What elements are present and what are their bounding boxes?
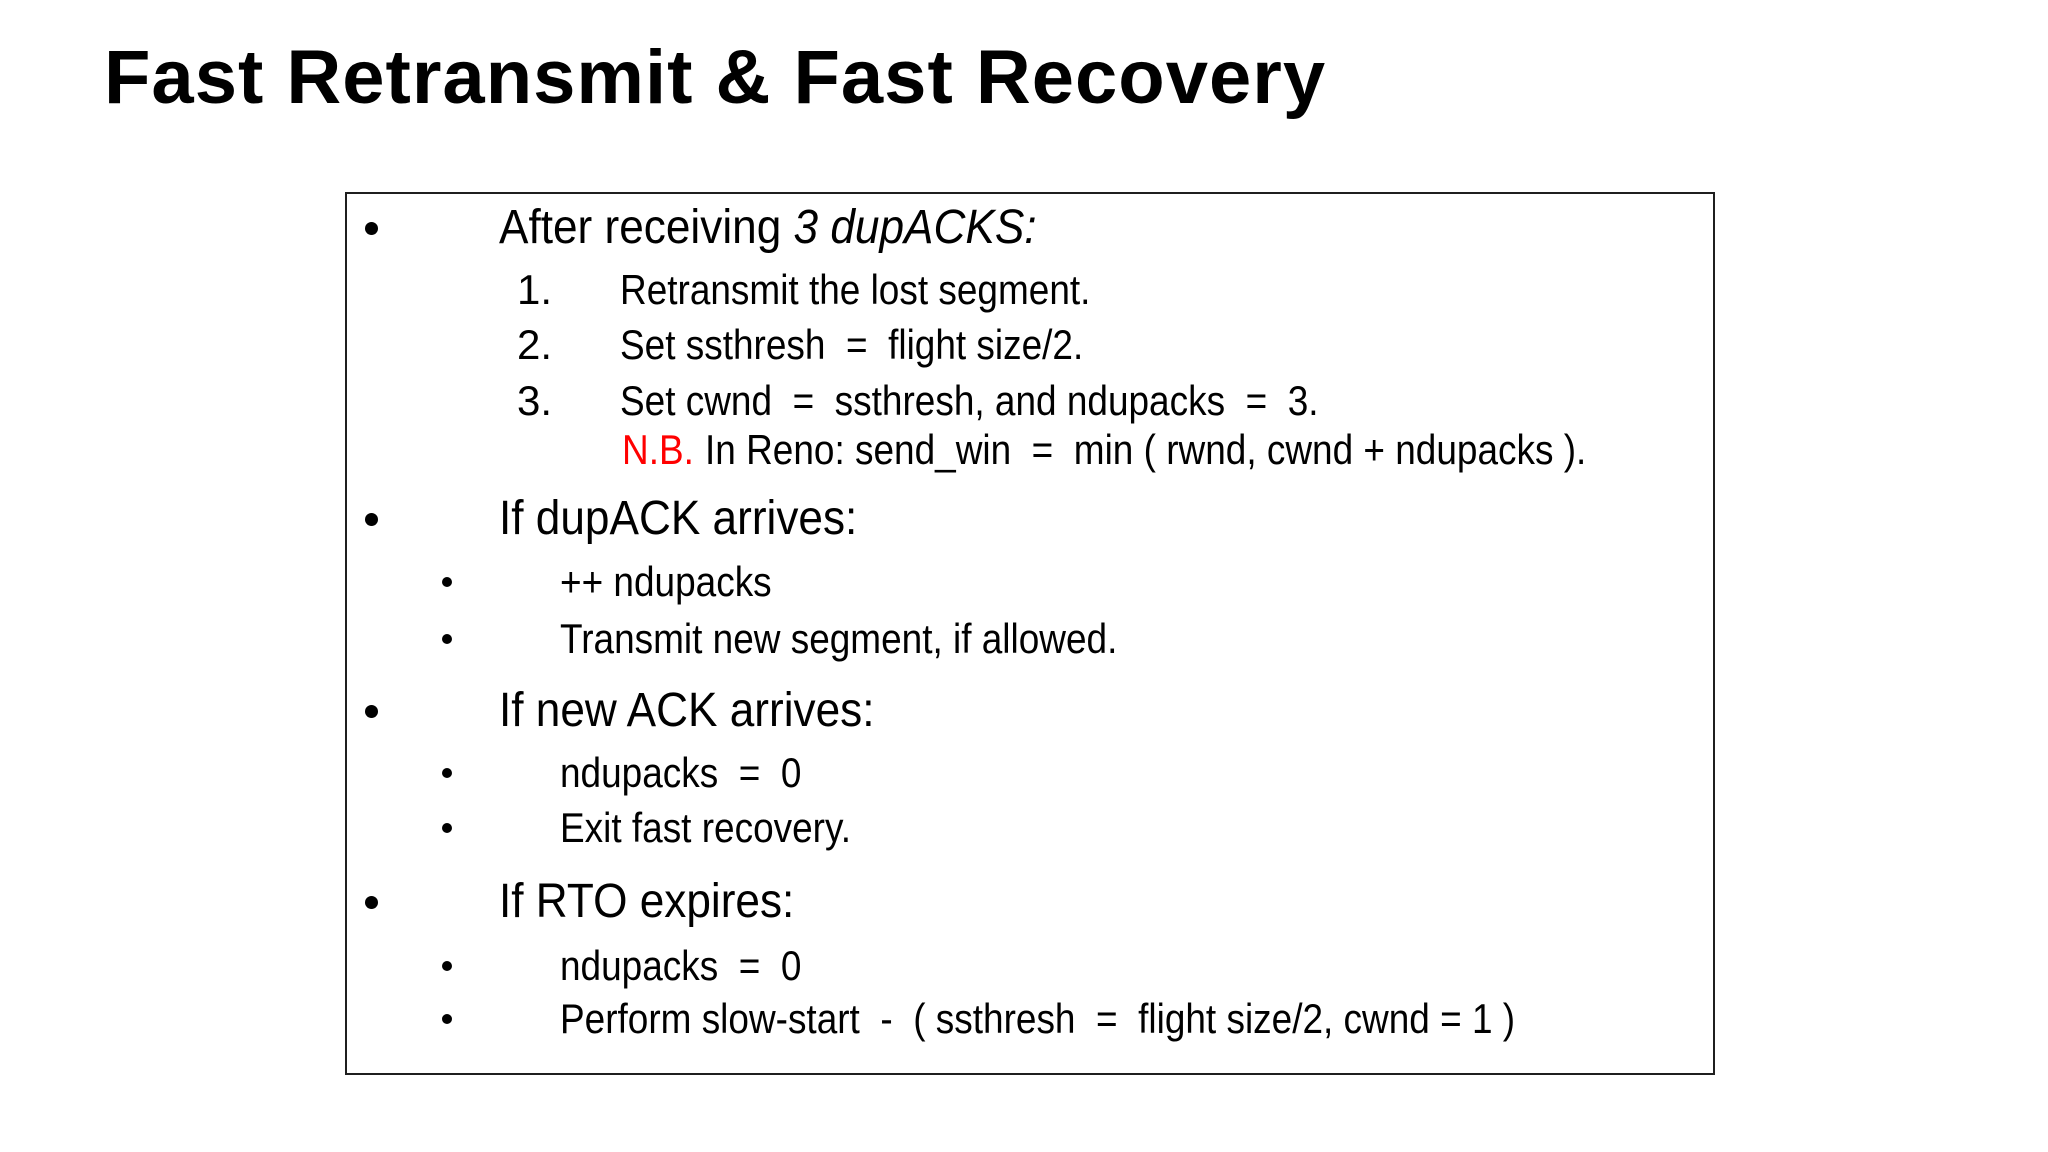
heading-emphasis: 3 dupACKS: <box>793 201 1037 254</box>
sub-item-text: ndupacks = 0 <box>560 942 802 989</box>
step-text: Retransmit the lost segment. <box>620 266 1091 313</box>
section-heading-text: After receiving 3 dupACKS: <box>499 200 1037 256</box>
section-heading-text: If new ACK arrives: <box>499 684 875 737</box>
note-line: N.B. In Reno: send_win = min ( rwnd, cwn… <box>347 422 1713 478</box>
sub-item-text: Transmit new segment, if allowed. <box>560 615 1118 662</box>
step-number: 3. <box>517 377 553 424</box>
section-heading-after-dupacks: After receiving 3 dupACKS: <box>347 200 1713 256</box>
bullet-icon <box>442 768 452 778</box>
bullet-icon <box>365 513 378 526</box>
content-box: After receiving 3 dupACKS: 1. Retransmit… <box>345 192 1715 1075</box>
step-number: 1. <box>517 266 553 313</box>
section-heading-text: If dupACK arrives: <box>499 492 858 545</box>
sub-bullet-item: ndupacks = 0 <box>347 938 1713 994</box>
numbered-step-1: 1. Retransmit the lost segment. <box>347 262 1713 318</box>
section-heading-dupack-arrives: If dupACK arrives: <box>347 491 1713 547</box>
bullet-icon <box>442 961 452 971</box>
note-label: N.B. <box>622 426 694 473</box>
sub-item-text: ndupacks = 0 <box>560 749 802 796</box>
numbered-step-3: 3. Set cwnd = ssthresh, and ndupacks = 3… <box>347 373 1713 429</box>
bullet-icon <box>442 823 452 833</box>
step-text: Set cwnd = ssthresh, and ndupacks = 3. <box>620 377 1319 424</box>
section-heading-new-ack-arrives: If new ACK arrives: <box>347 683 1713 739</box>
sub-bullet-item: ndupacks = 0 <box>347 745 1713 801</box>
sub-item-text: Exit fast recovery. <box>560 804 851 851</box>
sub-item-text: Perform slow-start - ( ssthresh = flight… <box>560 995 1516 1042</box>
sub-bullet-item: Exit fast recovery. <box>347 800 1713 856</box>
bullet-icon <box>442 577 452 587</box>
slide-title: Fast Retransmit & Fast Recovery <box>104 35 1327 120</box>
sub-bullet-item: Transmit new segment, if allowed. <box>347 611 1713 667</box>
section-heading-text: If RTO expires: <box>499 875 795 928</box>
sub-bullet-item: Perform slow-start - ( ssthresh = flight… <box>347 991 1713 1047</box>
heading-prefix: After receiving <box>499 201 794 254</box>
bullet-icon <box>365 705 378 718</box>
numbered-step-2: 2. Set ssthresh = flight size/2. <box>347 317 1713 373</box>
section-heading-rto-expires: If RTO expires: <box>347 874 1713 930</box>
bullet-icon <box>442 634 452 644</box>
step-text: Set ssthresh = flight size/2. <box>620 321 1084 368</box>
sub-bullet-item: ++ ndupacks <box>347 554 1713 610</box>
bullet-icon <box>442 1014 452 1024</box>
sub-item-text: ++ ndupacks <box>560 558 772 605</box>
bullet-icon <box>365 222 378 235</box>
bullet-icon <box>365 896 378 909</box>
note-text: In Reno: send_win = min ( rwnd, cwnd + n… <box>705 426 1587 473</box>
step-number: 2. <box>517 321 553 368</box>
